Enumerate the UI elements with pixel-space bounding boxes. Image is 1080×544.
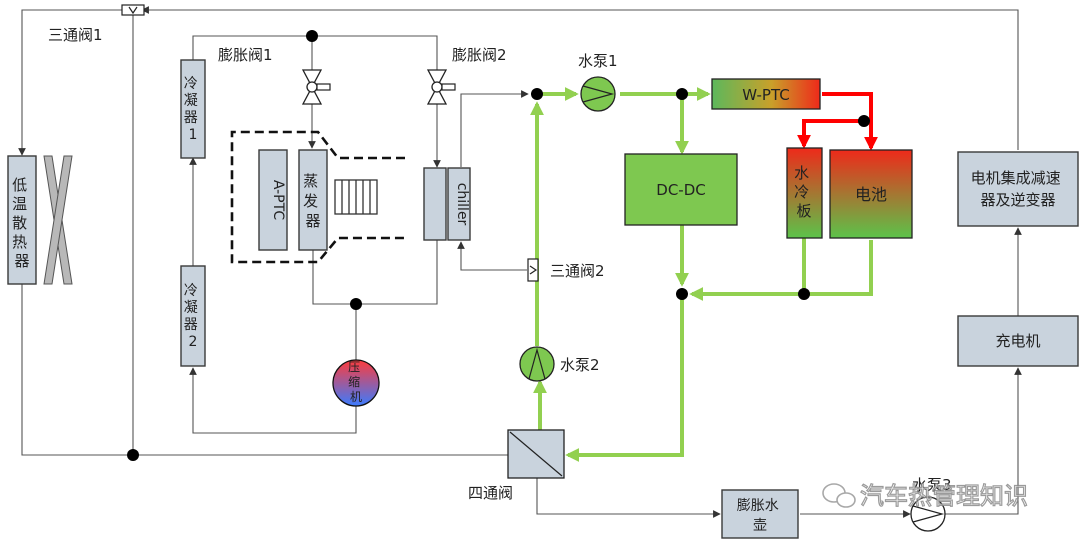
expansion-tank: 膨胀水 壶 [721,489,799,539]
blower-grill-icon [334,179,378,215]
junction-nodes [127,30,870,461]
three-way-valve-1-icon [121,4,145,16]
coolant-lines [530,87,873,462]
a-ptc: A-PTC [258,149,288,251]
radiator-char-1: 低 [12,176,27,194]
water-pump-1-icon [580,76,616,112]
radiator-char-2: 温 [12,195,27,213]
water-pump-1-label: 水泵1 [578,52,618,70]
water-pump-3-icon [910,496,946,532]
water-pump-2-icon [519,346,555,382]
svg-text:W-PTC: W-PTC [742,86,789,104]
watermark: 汽车热管理知识 [822,481,1029,511]
dc-dc: DC-DC [624,153,738,226]
svg-text:A-PTC: A-PTC [270,180,286,220]
radiator-char-5: 器 [14,252,29,270]
svg-text:水 冷 板: 水 冷 板 [794,164,814,220]
chiller: chiller [423,167,471,241]
svg-text:低 温 散 热: 低 温 散 热 器 [12,176,32,270]
charger: 充电机 [957,315,1079,367]
svg-text:chiller: chiller [454,183,470,226]
water-pump-2-label: 水泵2 [560,356,600,374]
radiator-char-4: 热 [12,233,27,251]
water-cold-plate: 水 冷 板 [786,147,823,239]
watermark-text: 汽车热管理知识 [860,482,1028,510]
svg-text:压 缩 机: 压 缩 机 [348,360,364,404]
svg-text:冷 凝 器 1: 冷 凝 器 1 [184,76,202,143]
three-way-valve-1-label: 三通阀1 [48,26,103,44]
svg-text:电池: 电池 [855,185,887,204]
three-way-valve-2-label: 三通阀2 [550,262,605,280]
expansion-valve-1-label: 膨胀阀1 [218,46,273,64]
wechat-icon [822,483,856,508]
evaporator: 蒸 发 器 [298,149,328,251]
low-temp-radiator: 低 温 散 热 器 [7,155,37,285]
svg-text:DC-DC: DC-DC [656,181,705,199]
svg-text:电机集成减速 器及逆变器: 电机集成减速 器及逆变器 [971,169,1066,209]
fan-icon [43,155,73,285]
four-way-valve-label: 四通阀 [468,484,513,502]
condenser-1: 冷 凝 器 1 [180,59,206,159]
svg-text:膨胀水 壶: 膨胀水 壶 [737,497,783,534]
motor-unit: 电机集成减速 器及逆变器 [957,151,1079,227]
w-ptc: W-PTC [711,78,821,110]
hot-lines [797,92,878,151]
radiator-char-3: 散 [12,214,27,232]
three-way-valve-2-icon [527,258,539,282]
hvac-box-outline [230,130,405,264]
svg-text:充电机: 充电机 [995,332,1040,350]
svg-text:冷 凝 器 2: 冷 凝 器 2 [184,283,202,350]
condenser-2: 冷 凝 器 2 [180,265,206,367]
four-way-valve-icon [507,429,565,479]
svg-text:蒸 发 器: 蒸 发 器 [303,172,323,230]
water-pump-3-label: 水泵3 [912,476,952,494]
expansion-valve-1-icon [301,69,331,105]
compressor: 压 缩 机 [332,359,380,407]
expansion-valve-2-label: 膨胀阀2 [452,46,507,64]
battery: 电池 [829,149,913,239]
expansion-valve-2-icon [426,69,456,105]
